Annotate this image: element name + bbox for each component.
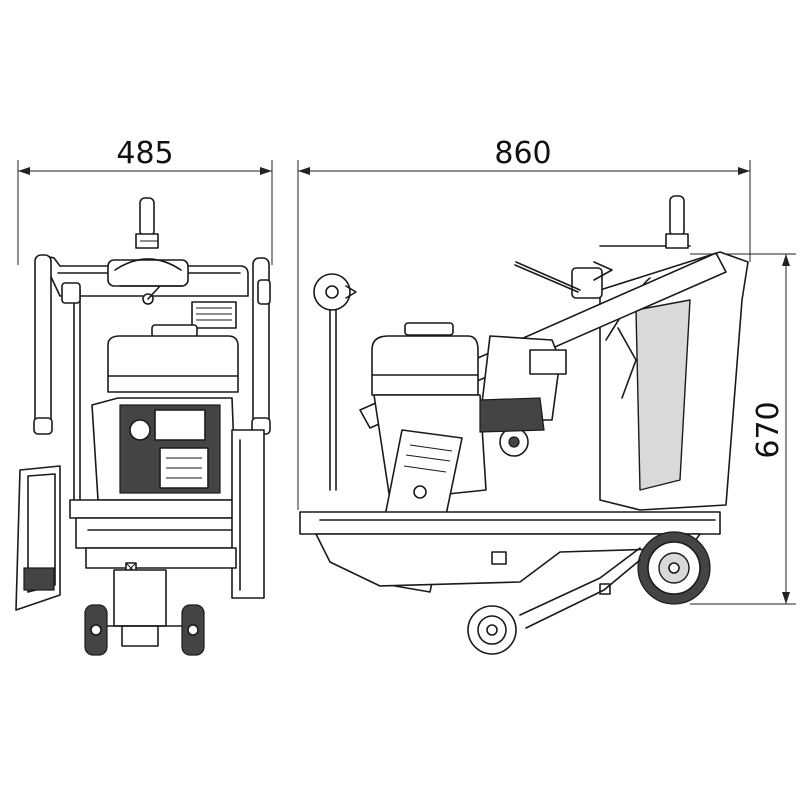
dimension-height-label: 670 [751, 401, 786, 458]
blade-guard-front [15, 465, 61, 611]
left-post [33, 254, 81, 501]
rear-wheel [519, 531, 711, 629]
dimension-width: 485 [17, 136, 273, 265]
pointer-wheel [313, 273, 357, 491]
front-view [15, 197, 271, 656]
front-wheel-side [467, 605, 517, 655]
warning-label-plate [191, 301, 237, 329]
engine-side [371, 322, 567, 501]
dimension-width-label: 485 [116, 136, 173, 171]
dimension-height: 670 [690, 253, 796, 605]
side-view [299, 195, 749, 655]
engine-front [91, 324, 239, 501]
right-post [251, 257, 271, 435]
blade-guard [599, 251, 749, 511]
handle-grip [135, 197, 159, 249]
dimension-length-label: 860 [494, 136, 551, 171]
front-wheel-assembly [84, 569, 205, 656]
base-chassis [299, 511, 721, 595]
base-frame [69, 429, 265, 599]
dimension-length: 860 [297, 136, 751, 510]
handle-frame [43, 256, 249, 305]
